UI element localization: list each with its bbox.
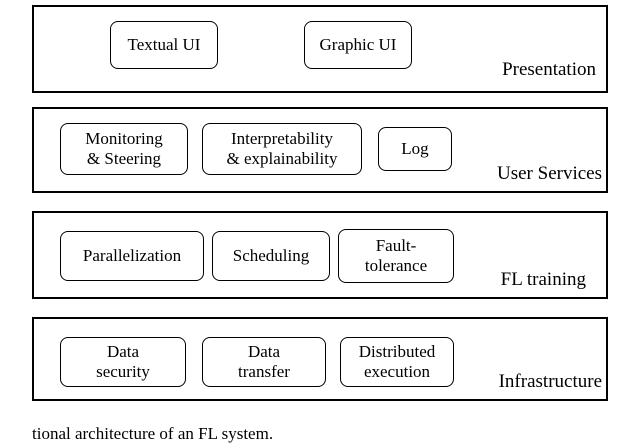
data-security-box: Data security bbox=[60, 337, 186, 387]
layer-user-services: Monitoring & Steering Interpretability &… bbox=[32, 107, 608, 193]
figure-caption: tional architecture of an FL system. bbox=[32, 424, 274, 443]
fault-tolerance-box: Fault- tolerance bbox=[338, 229, 454, 283]
layer-label-infrastructure: Infrastructure bbox=[498, 371, 602, 392]
parallelization-box: Parallelization bbox=[60, 231, 204, 281]
layer-label-user-services: User Services bbox=[497, 163, 602, 184]
layer-infrastructure: Data security Data transfer Distributed … bbox=[32, 317, 608, 401]
distributed-execution-box: Distributed execution bbox=[340, 337, 454, 387]
data-transfer-box: Data transfer bbox=[202, 337, 326, 387]
log-box: Log bbox=[378, 127, 452, 171]
graphic-ui-box: Graphic UI bbox=[304, 21, 412, 69]
layer-label-fl-training: FL training bbox=[500, 269, 586, 290]
monitoring-steering-box: Monitoring & Steering bbox=[60, 123, 188, 175]
interpretability-explainability-box: Interpretability & explainability bbox=[202, 123, 362, 175]
layer-presentation: Textual UI Graphic UI Presentation bbox=[32, 5, 608, 93]
layer-fl-training: Parallelization Scheduling Fault- tolera… bbox=[32, 211, 608, 299]
scheduling-box: Scheduling bbox=[212, 231, 330, 281]
layer-label-presentation: Presentation bbox=[502, 59, 596, 80]
textual-ui-box: Textual UI bbox=[110, 21, 218, 69]
